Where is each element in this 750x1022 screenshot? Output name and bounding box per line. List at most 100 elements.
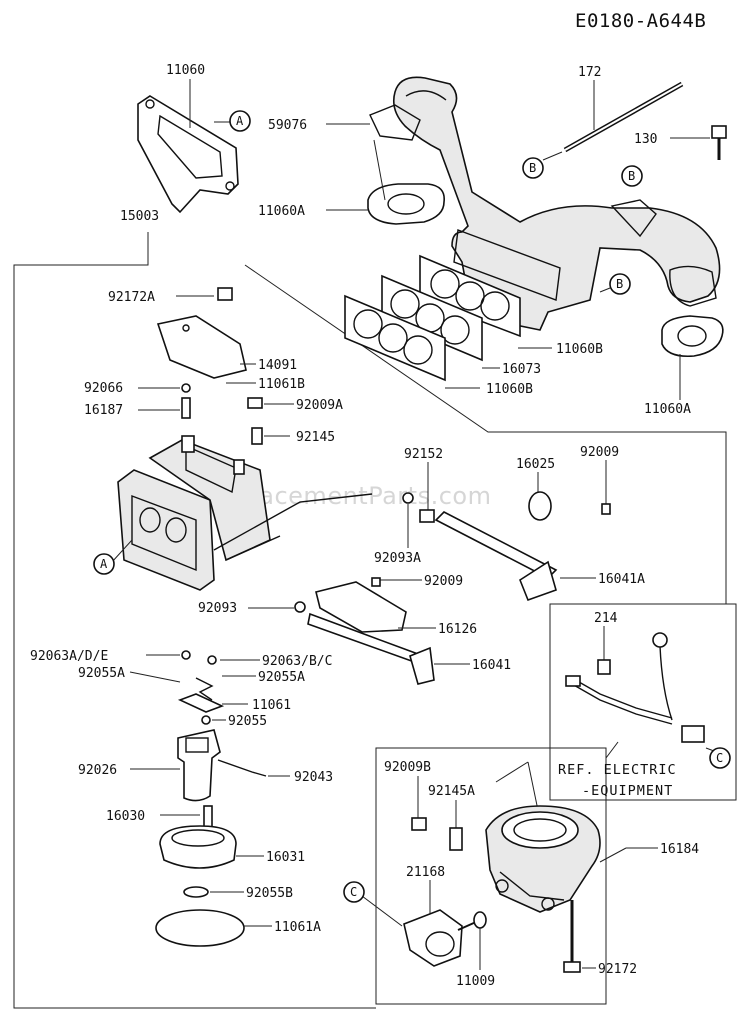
electric-box [549,603,737,801]
label-92145A: 92145A [428,784,475,799]
label-11060: 11060 [166,63,205,78]
gasket-11060A-top [367,183,445,225]
bowl-16031 [159,825,237,869]
seal-11009 [473,911,487,929]
wire-harness [565,632,705,743]
label-214: 214 [594,611,618,626]
label-92009: 92009 [580,445,619,460]
ref-a-top [229,110,251,132]
label-92009-2: 92009 [424,574,463,589]
throttle-box [375,747,607,1005]
solenoid-92026 [177,729,221,802]
washer-92055B [183,886,209,898]
ref-b-lower-label: B [616,277,623,291]
label-92063ADE: 92063A/D/E [30,649,108,664]
wire-92043 [217,759,267,777]
label-11060A-right: 11060A [644,402,691,417]
actuator-21168 [403,909,477,967]
spring-16187 [181,397,191,419]
label-16025: 16025 [516,457,555,472]
label-11060B-1: 11060B [556,342,603,357]
ref-b-lower [609,273,631,295]
throttle-body-16184 [485,805,601,913]
label-16031: 16031 [266,850,305,865]
ref-b-upper [621,165,643,187]
spring-92145A [449,827,463,851]
ref-b-stud-label: B [529,161,536,175]
ref-electric-line1: REF. ELECTRIC [558,762,677,778]
label-92009B: 92009B [384,760,431,775]
ref-a-top-label: A [236,114,244,128]
label-59076: 59076 [268,118,307,133]
label-11061: 11061 [252,698,291,713]
label-11009: 11009 [456,974,495,989]
washer-92093A [402,492,414,504]
gasket-11060A-right [661,315,724,358]
label-92055A-left: 92055A [78,666,125,681]
part-92063ADE [181,650,191,660]
valve-16025 [528,491,552,521]
ref-c-throttle [343,881,365,903]
carburetor-frame [13,232,376,1009]
screw-214 [597,659,611,675]
label-172: 172 [578,65,601,80]
ref-c-electric-label: C [716,751,723,765]
spring-92145 [251,427,263,445]
plate-14091 [156,315,247,379]
label-11061B: 11061B [258,377,305,392]
screw-92009B [411,817,427,831]
label-11061A: 11061A [274,920,321,935]
label-92145: 92145 [296,430,335,445]
oring-11061A [155,909,245,947]
choke-16126 [307,581,435,685]
label-16041: 16041 [472,658,511,673]
part-92063BC [207,655,217,665]
label-92055: 92055 [228,714,267,729]
label-92093: 92093 [198,601,237,616]
label-16030: 16030 [106,809,145,824]
ref-c-throttle-label: C [350,885,357,899]
part-92066 [181,383,191,393]
gasket-11060B-2 [344,294,446,382]
label-16073: 16073 [502,362,541,377]
gasket-11061 [177,693,225,713]
washer-92093 [294,601,306,613]
screw-92172A [217,287,233,301]
label-11060B-2: 11060B [486,382,533,397]
label-92063BC: 92063/B/C [262,654,332,669]
ref-c-electric [709,747,731,769]
ref-a-carb-label: A [100,557,108,571]
label-92026: 92026 [78,763,117,778]
label-92172A: 92172A [108,290,155,305]
ref-b-upper-label: B [628,169,635,183]
label-92055A-right: 92055A [258,670,305,685]
diagram-code: E0180-A644B [575,10,707,32]
label-92066: 92066 [84,381,123,396]
label-92055B: 92055B [246,886,293,901]
label-16041A: 16041A [598,572,645,587]
label-14091: 14091 [258,358,297,373]
label-92093A: 92093A [374,551,421,566]
label-16126: 16126 [438,622,477,637]
shaft-16041A [434,511,558,602]
label-16184: 16184 [660,842,699,857]
label-21168: 21168 [406,865,445,880]
intake-manifold [369,76,721,331]
label-11060A-top: 11060A [258,204,305,219]
gasket-11060B-1 [419,254,521,338]
label-15003: 15003 [120,209,159,224]
label-92043: 92043 [294,770,333,785]
oring-92055 [201,715,211,725]
screw-92009-2 [371,577,381,587]
ref-a-carb [93,553,115,575]
gasket-11060 [137,95,239,214]
carburetor-body [117,435,373,591]
label-130: 130 [634,132,657,147]
label-92172: 92172 [598,962,637,977]
spring-clip [195,677,214,701]
ref-b-stud [522,157,544,179]
screw-92009A [247,397,263,409]
seal-92152 [419,509,435,523]
ref-electric-line2: -EQUIPMENT [582,783,673,799]
stud-172 [563,81,684,153]
